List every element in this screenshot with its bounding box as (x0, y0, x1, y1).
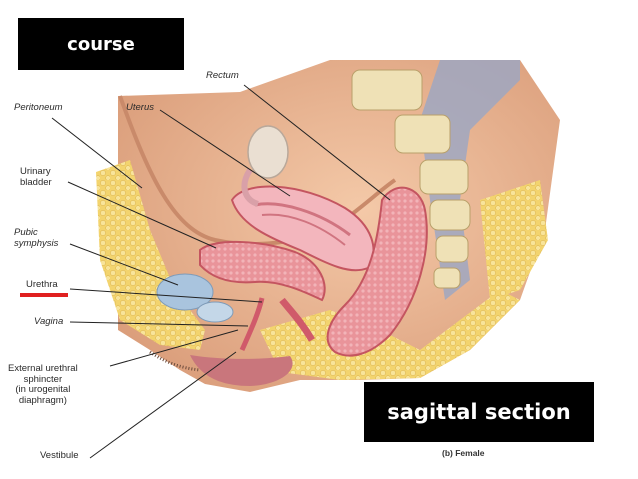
ovary (247, 125, 289, 179)
label-rectum: Rectum (206, 70, 239, 81)
section-title-box: sagittal section (364, 382, 594, 442)
vagina-tube (279, 297, 316, 342)
label-urinary-bladder: Urinary bladder (20, 166, 52, 188)
label-vagina: Vagina (34, 316, 64, 327)
sacrum-spine (351, 60, 520, 300)
label-pubic-symphysis: Pubic symphysis (14, 227, 59, 249)
figure-caption: (b) Female (442, 448, 485, 458)
label-external-urethral-sphincter: External urethral sphincter (in urogenit… (8, 363, 78, 406)
course-title: course (67, 33, 135, 55)
leader-lines (51, 84, 391, 459)
labia (190, 355, 293, 386)
label-peritoneum: Peritoneum (14, 102, 63, 113)
urethra-highlight-underline (20, 293, 68, 297)
rectum-organ (326, 186, 428, 357)
label-urethra: Urethra (26, 279, 58, 290)
label-uterus: Uterus (126, 102, 154, 113)
course-title-box: course (18, 18, 184, 70)
section-title: sagittal section (387, 400, 571, 424)
urinary-bladder (199, 240, 326, 302)
label-vestibule: Vestibule (40, 450, 79, 461)
fat-right (480, 180, 548, 300)
pubic-symphysis-bone (156, 273, 214, 311)
